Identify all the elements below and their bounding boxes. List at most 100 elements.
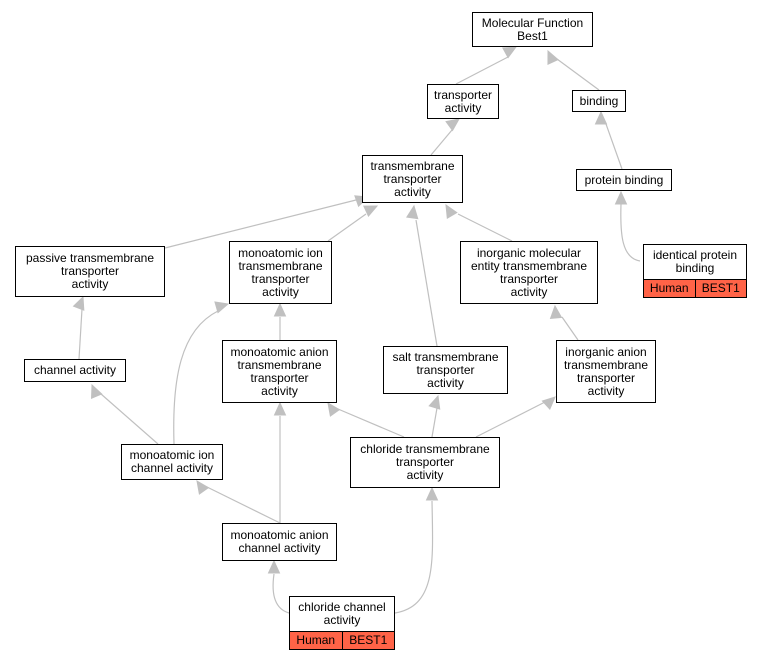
edge-monoatomic-anion-transmembrane-transporter-activity-to-monoatomic-ion-transmembrane-transporter-activity (273, 302, 287, 340)
edge-arrowhead (273, 401, 287, 416)
node-iatta-line2: transmembrane (563, 357, 649, 372)
node-mf-root-line1: Molecular Function (481, 15, 584, 30)
edge-inorganic-molecular-entity-transmembrane-transporter-activity-to-transmembrane-transporter-activity (445, 203, 513, 242)
node-transporter-activity-line1: transporter (433, 87, 493, 102)
node-imett-line2: entity transmembrane (470, 258, 588, 273)
edge-line (561, 316, 579, 341)
edge-transporter-activity-to-mf-root (455, 46, 518, 85)
edge-line (164, 199, 357, 249)
edge-arrowhead (428, 394, 441, 410)
node-protein-binding[interactable]: protein binding (576, 169, 672, 191)
edge-line (327, 213, 367, 242)
edge-line (206, 486, 281, 524)
node-mf-root-line2: Best1 (517, 28, 548, 43)
edge-line (78, 308, 83, 360)
edge-line (430, 129, 453, 156)
edge-monoatomic-ion-channel-activity-to-monoatomic-ion-transmembrane-transporter-activity (173, 301, 230, 445)
edge-line (415, 219, 438, 347)
species-tag[interactable]: Human (644, 280, 695, 297)
node-maca-line2: channel activity (238, 541, 321, 555)
edge-arrowhead (594, 110, 608, 125)
node-channel-activity-line1: channel activity (33, 363, 117, 377)
gene-tag[interactable]: BEST1 (694, 280, 746, 297)
node-mitta-line2: transmembrane (238, 258, 323, 273)
node-stta-line2: transporter (416, 362, 475, 377)
node-matta-line1: monoatomic anion (230, 344, 329, 359)
edge-line (605, 123, 623, 170)
node-binding[interactable]: binding (572, 90, 626, 112)
node-matta-line4: activity (261, 383, 298, 398)
edge-line (272, 573, 290, 614)
node-transporter-activity-line2: activity (444, 100, 482, 115)
node-iatta-line1: inorganic anion (565, 344, 647, 359)
edge-monoatomic-ion-channel-activity-to-channel-activity (91, 383, 159, 445)
node-protein-binding-line1: protein binding (584, 172, 664, 187)
node-imett-line3: transporter (499, 271, 559, 286)
edge-chloride-channel-activity-to-chloride-transmembrane-transporter-activity (394, 486, 439, 614)
node-identical-protein-binding-annotation: Human BEST1 (643, 280, 747, 298)
edge-protein-binding-to-binding (594, 110, 623, 170)
edge-arrowhead (363, 205, 379, 217)
node-tta-line3: activity (394, 184, 431, 199)
edge-line (556, 58, 600, 91)
edge-line (475, 401, 546, 438)
edge-salt-transmembrane-transporter-activity-to-transmembrane-transporter-activity (406, 204, 438, 347)
node-iatta-line3: transporter (576, 370, 635, 385)
node-maca-line1: monoatomic anion (230, 528, 329, 542)
edge-arrowhead (196, 480, 210, 495)
node-cca-line1: chloride channel (298, 600, 386, 614)
gene-tag[interactable]: BEST1 (341, 632, 394, 649)
node-stta-line3: activity (427, 375, 464, 390)
species-tag[interactable]: Human (290, 632, 342, 649)
edge-arrowhead (72, 295, 85, 311)
edge-arrowhead (445, 118, 460, 132)
edge-arrowhead (267, 559, 281, 574)
node-ipb-line1: identical protein (652, 248, 738, 262)
node-ipb-line2: binding (675, 261, 715, 275)
edge-arrowhead (614, 190, 628, 205)
node-tta-line1: transmembrane (370, 158, 455, 173)
node-ctta-line2: transporter (395, 455, 455, 469)
node-mitta-line4: activity (262, 284, 299, 299)
edge-chloride-transmembrane-transporter-activity-to-inorganic-anion-transmembrane-transporter-activity (475, 396, 556, 438)
edge-binding-to-mf-root (547, 49, 600, 91)
edge-chloride-transmembrane-transporter-activity-to-salt-transmembrane-transporter-activity (428, 394, 441, 438)
node-cca-line2: activity (323, 613, 361, 627)
node-channel-activity[interactable]: channel activity (24, 359, 126, 382)
edge-inorganic-anion-transmembrane-transporter-activity-to-inorganic-molecular-entity-transmembrane-transporter-activity (549, 304, 579, 341)
edge-channel-activity-to-passive-transmembrane-transporter-activity (72, 295, 85, 360)
edge-arrowhead (445, 203, 458, 219)
node-stta-line1: salt transmembrane (392, 349, 499, 364)
edge-arrowhead (273, 302, 287, 317)
node-ptta-line2: transporter (60, 264, 120, 278)
edge-arrowhead (547, 49, 559, 65)
node-ptta-line1: passive transmembrane (25, 251, 155, 265)
edge-arrowhead (541, 396, 556, 411)
node-mitta-line3: transporter (251, 271, 310, 286)
edge-arrowhead (425, 486, 439, 501)
edge-arrowhead (502, 46, 518, 59)
edge-monoatomic-ion-transmembrane-transporter-activity-to-transmembrane-transporter-activity (327, 205, 379, 242)
edge-line (394, 500, 434, 614)
edge-line (457, 213, 513, 242)
node-ctta-line3: activity (406, 468, 444, 482)
edge-line (100, 393, 159, 445)
edge-chloride-channel-activity-to-monoatomic-anion-channel-activity (267, 559, 290, 614)
node-ctta-line1: chloride transmembrane (360, 442, 490, 456)
node-ptta-line3: activity (71, 277, 109, 291)
